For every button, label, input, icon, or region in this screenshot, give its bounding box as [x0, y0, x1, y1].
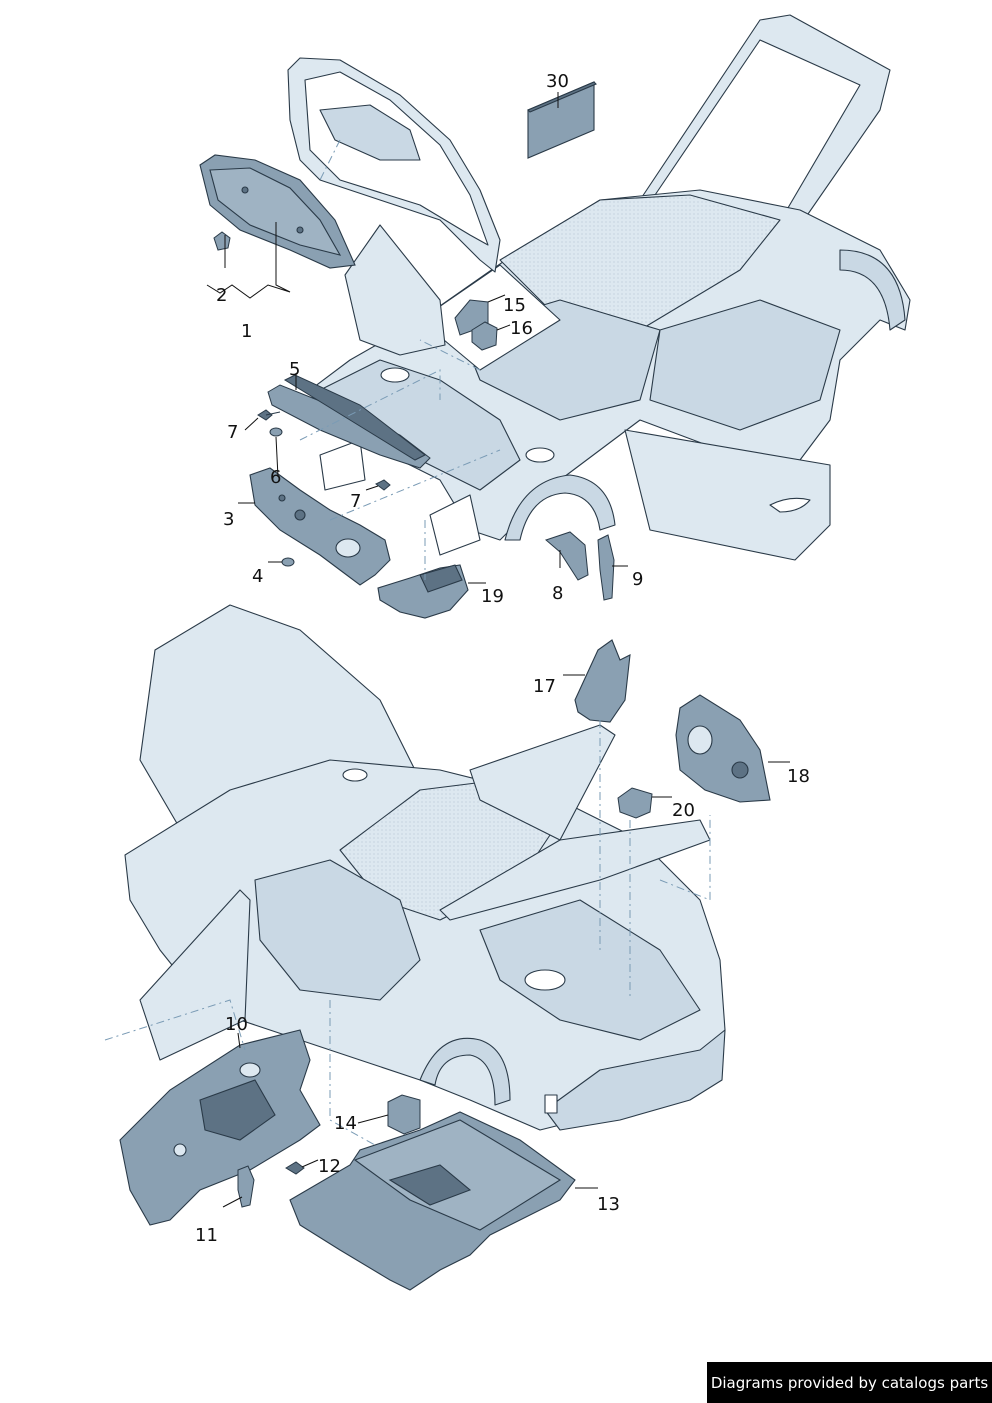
callout-9: 9	[632, 569, 644, 590]
callout-5: 5	[289, 359, 301, 380]
part-5-plenum-panel	[267, 374, 431, 469]
part-19-tunnel-insulation	[377, 564, 469, 619]
callout-3: 3	[223, 509, 235, 530]
callout-12: 12	[318, 1156, 341, 1177]
part-7-screw-b	[375, 479, 391, 491]
part-10-floor-insulation	[119, 1029, 321, 1226]
callout-15: 15	[503, 295, 526, 316]
part-13-floor-carpet	[289, 1111, 576, 1291]
callout-7b: 7	[350, 491, 362, 512]
part-1-bonnet-insulation	[199, 154, 356, 269]
leader-lines	[206, 92, 790, 1208]
callout-17: 17	[533, 676, 556, 697]
callout-2: 2	[216, 285, 228, 306]
part-30-pad	[527, 81, 597, 159]
part-12-fastener	[285, 1161, 305, 1175]
callout-18: 18	[787, 766, 810, 787]
callout-11: 11	[195, 1225, 218, 1246]
callout-19: 19	[481, 586, 504, 607]
part-4-grommet	[281, 557, 295, 567]
callout-7a: 7	[227, 422, 239, 443]
callout-8: 8	[552, 583, 564, 604]
callout-20: 20	[672, 800, 695, 821]
credit-banner: Diagrams provided by catalogs parts	[707, 1362, 992, 1403]
callout-1: 1	[241, 321, 253, 342]
callout-6: 6	[270, 467, 282, 488]
part-8-trim	[545, 531, 589, 581]
callout-10: 10	[225, 1014, 248, 1035]
callout-16: 16	[510, 318, 533, 339]
part-16-block	[471, 321, 498, 351]
part-9-trim	[597, 534, 615, 601]
part-3-bulkhead-insulation	[249, 467, 391, 586]
part-14-block	[387, 1094, 421, 1135]
callout-13: 13	[597, 1194, 620, 1215]
callout-14: 14	[334, 1113, 357, 1134]
top-car-body	[309, 14, 911, 561]
bonnet-panel	[287, 57, 501, 273]
part-11-clip	[237, 1165, 255, 1208]
part-18-wheelhouse-insulation	[675, 694, 771, 803]
part-20-block	[617, 787, 653, 819]
bottom-car-body	[124, 604, 726, 1131]
part-6-grommet	[269, 427, 283, 437]
assembly-dash-lines	[104, 139, 711, 1146]
callout-30: 30	[546, 71, 569, 92]
part-7-screw-a	[257, 409, 281, 421]
callout-4: 4	[252, 566, 264, 587]
part-17-bracket	[574, 639, 631, 723]
part-2-clip	[213, 231, 231, 251]
